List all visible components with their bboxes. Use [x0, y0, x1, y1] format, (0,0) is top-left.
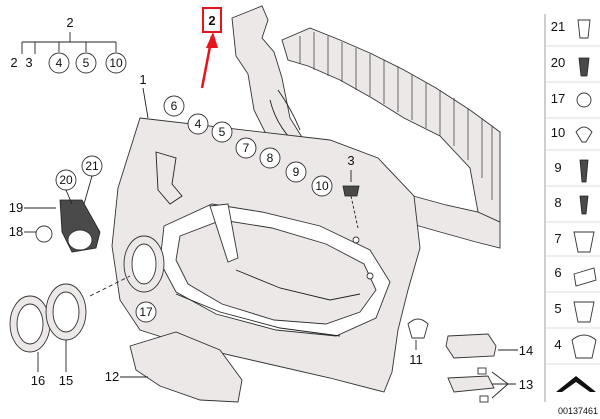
label-20: 20	[59, 173, 73, 187]
long-screw-icon	[579, 159, 589, 183]
grommet-icon	[576, 92, 592, 108]
label-10-sub: 10	[109, 56, 123, 70]
fastener-row: 6 4 5 7 8 9 10	[163, 95, 333, 197]
label-10: 10	[315, 179, 329, 193]
group-2-tree: 2 2 3 4 5 10	[10, 15, 127, 74]
label-9: 9	[293, 165, 300, 179]
sidebar-label-9: 9	[554, 160, 561, 175]
fastener-sidebar: 21 20 17 10 9 8 7 6 5 4 00137461	[544, 14, 600, 416]
push-pin-icon	[575, 126, 593, 143]
sidebar-label-20: 20	[551, 55, 565, 70]
diagram-caption: 00137461	[558, 406, 598, 416]
label-8: 8	[267, 151, 274, 165]
short-screw-icon	[579, 195, 589, 215]
sidebar-label-6: 6	[554, 265, 561, 280]
label-2-highlighted: 2	[208, 13, 215, 28]
label-7: 7	[243, 141, 250, 155]
sidebar-label-5: 5	[554, 301, 561, 316]
clip-icon	[577, 19, 591, 39]
label-2-sub: 2	[10, 55, 17, 70]
label-1: 1	[139, 72, 146, 87]
label-19: 19	[9, 200, 23, 215]
sidebar-label-17: 17	[551, 91, 565, 106]
sidebar-label-10: 10	[551, 125, 565, 140]
clip-3: 3	[342, 153, 360, 229]
sidebar-label-7: 7	[554, 231, 561, 246]
label-17: 17	[139, 305, 153, 319]
red-arrow-icon	[206, 32, 218, 48]
left-component-stack: 21 20 19 18	[9, 155, 103, 253]
rivet-clip-icon	[573, 301, 595, 323]
armrest: 12	[105, 331, 243, 403]
bracket-clip-icon	[573, 267, 597, 287]
label-16: 16	[31, 373, 45, 388]
highlight-callout: 2	[200, 7, 222, 89]
speaker-assembly: 17 16 15	[9, 235, 165, 388]
clip-11: 11	[407, 318, 429, 367]
label-13: 13	[519, 377, 533, 392]
screw-icon	[578, 57, 590, 77]
label-4: 4	[195, 117, 202, 131]
expansion-clip-icon	[573, 231, 595, 253]
trim-clip-icon	[571, 334, 597, 359]
label-21: 21	[85, 159, 99, 173]
label-14: 14	[519, 343, 533, 358]
label-11: 11	[409, 352, 423, 367]
label-4-sub: 4	[56, 56, 63, 70]
sidebar-label-21: 21	[551, 19, 565, 34]
label-18: 18	[9, 224, 23, 239]
sidebar-label-8: 8	[554, 195, 561, 210]
label-3-sub: 3	[25, 55, 32, 70]
label-2-group: 2	[66, 15, 73, 30]
label-3: 3	[347, 153, 354, 168]
label-5: 5	[219, 125, 226, 139]
handle-parts: 14 13	[445, 333, 533, 403]
washer-bracket-icon	[556, 376, 596, 392]
label-12: 12	[105, 369, 119, 384]
label-15: 15	[59, 373, 73, 388]
sidebar-label-4: 4	[554, 337, 561, 352]
label-5-sub: 5	[83, 56, 90, 70]
label-6: 6	[171, 99, 178, 113]
